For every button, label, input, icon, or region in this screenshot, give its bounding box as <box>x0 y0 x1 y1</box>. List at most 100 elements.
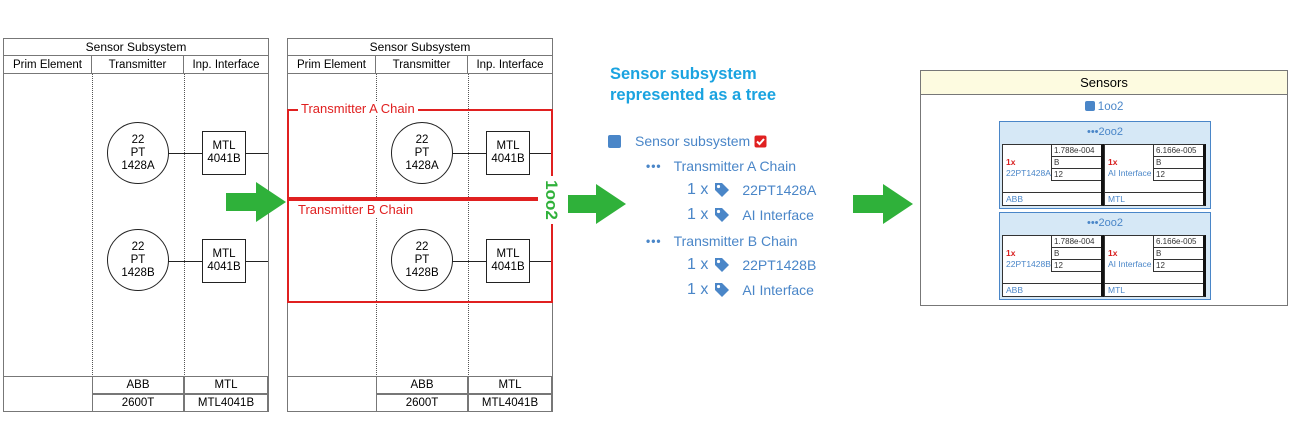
connector-line <box>168 261 204 262</box>
component-cell[interactable]: 1x 22PT1428A 1.788e-004 B 12 ABB <box>1002 144 1104 206</box>
cell-quantity: 1x <box>1108 157 1118 167</box>
cell-quantity: 1x <box>1108 248 1118 258</box>
group-header: •••2oo2 <box>1000 122 1210 142</box>
cell-name: 22PT1428B <box>1006 259 1051 269</box>
tag-line: 4041B <box>207 153 241 165</box>
tag-icon <box>715 183 730 197</box>
interface-box-b: MTL 4041B <box>202 239 246 283</box>
transmitter-circle-b: 22 PT 1428B <box>391 229 453 291</box>
vote-group[interactable]: •••2oo2 1x 22PT1428A 1.788e-004 B 12 ABB… <box>999 121 1211 209</box>
transmitter-circle-b: 22 PT 1428B <box>107 229 169 291</box>
cell-value: 12 <box>1052 169 1101 181</box>
tag-line: MTL <box>212 248 236 260</box>
panel-title: Sensor Subsystem <box>4 39 268 56</box>
cell-value: 12 <box>1052 260 1101 272</box>
component-cell[interactable]: 1x AI Interface 6.166e-005 B 12 MTL <box>1104 235 1206 297</box>
tag-line: PT <box>414 253 430 266</box>
header-transmitter: Transmitter <box>92 56 184 74</box>
component-cell[interactable]: 1x AI Interface 6.166e-005 B 12 MTL <box>1104 144 1206 206</box>
tree-node-root[interactable]: Sensor subsystem <box>608 133 767 149</box>
header-inp-interface: Inp. Interface <box>468 56 552 74</box>
cell-values: 6.166e-005 B 12 <box>1153 236 1203 272</box>
tree-node-item[interactable]: 1 x AI Interface <box>687 206 814 224</box>
footer-manufacturer-interface: MTL <box>184 376 268 394</box>
cell-manufacturer: ABB <box>1003 192 1101 205</box>
tree-item-label: 22PT1428B <box>742 257 817 273</box>
cell-values: 6.166e-005 B 12 <box>1153 145 1203 181</box>
tag-line: MTL <box>496 140 520 152</box>
tree-node-chain-b[interactable]: ••• Transmitter B Chain <box>646 233 798 249</box>
component-cell[interactable]: 1x 22PT1428B 1.788e-004 B 12 ABB <box>1002 235 1104 297</box>
tag-line: 4041B <box>491 153 525 165</box>
cell-value: 12 <box>1154 260 1203 272</box>
column-divider <box>184 74 185 377</box>
tree-node-chain-a[interactable]: ••• Transmitter A Chain <box>646 158 796 174</box>
ellipsis-icon: ••• <box>646 159 662 173</box>
tree-node-item[interactable]: 1 x AI Interface <box>687 281 814 299</box>
sensors-block: Sensors 1oo2 •••2oo2 1x 22PT1428A 1.788e… <box>920 70 1288 306</box>
connector-line <box>452 153 488 154</box>
sensors-vote[interactable]: 1oo2 <box>921 101 1287 113</box>
chain-b-outline <box>287 199 553 303</box>
tag-line: 22 <box>415 133 429 146</box>
footer-model-transmitter: 2600T <box>376 394 468 412</box>
tree-node-label: Transmitter B Chain <box>673 233 798 249</box>
chain-a-outline <box>287 109 553 199</box>
transmitter-circle-a: 22 PT 1428A <box>107 122 169 184</box>
cell-quantity: 1x <box>1006 157 1016 167</box>
vote-label-backdrop <box>538 176 564 224</box>
footer-manufacturer-interface: MTL <box>468 376 552 394</box>
connector-line <box>528 153 552 154</box>
panel-title: Sensor Subsystem <box>288 39 552 56</box>
cell-manufacturer: ABB <box>1003 283 1101 296</box>
tree-node-item[interactable]: 1 x 22PT1428A <box>687 181 816 199</box>
cell-name: AI Interface <box>1108 259 1152 269</box>
tree-heading-line: Sensor subsystem <box>610 65 757 83</box>
tree-node-item[interactable]: 1 x 22PT1428B <box>687 256 816 274</box>
tag-line: 22 <box>415 240 429 253</box>
cell-value: 6.166e-005 <box>1154 145 1203 157</box>
column-divider <box>376 74 377 377</box>
interface-box-a: MTL 4041B <box>486 131 530 175</box>
vote-square-icon <box>1084 101 1095 111</box>
connector-line <box>452 261 488 262</box>
sensor-subsystem-panel-right: Sensor Subsystem Prim Element Transmitte… <box>287 38 553 412</box>
footer-manufacturer-transmitter: ABB <box>92 376 184 394</box>
cell-value: 12 <box>1154 169 1203 181</box>
tag-line: MTL <box>212 140 236 152</box>
column-divider <box>92 74 93 377</box>
check-badge-icon <box>754 135 767 147</box>
arrow-right-icon <box>853 184 913 224</box>
tag-line: 4041B <box>207 261 241 273</box>
chain-a-label: Transmitter A Chain <box>298 101 418 116</box>
tag-line: 22 <box>131 240 145 253</box>
tag-icon <box>715 208 730 222</box>
cell-value: 1.788e-004 <box>1052 145 1101 157</box>
tag-line: PT <box>130 146 146 159</box>
header-transmitter: Transmitter <box>376 56 468 74</box>
cell-name: AI Interface <box>1108 168 1152 178</box>
tag-line: 22 <box>131 133 145 146</box>
group-vote-label: 2oo2 <box>1098 126 1124 138</box>
tree-item-label: AI Interface <box>742 207 814 223</box>
tag-line: MTL <box>496 248 520 260</box>
quantity-label: 1 x <box>687 181 709 198</box>
cell-value: B <box>1052 248 1101 260</box>
group-header: •••2oo2 <box>1000 213 1210 233</box>
connector-line <box>528 261 552 262</box>
tag-line: 4041B <box>491 261 525 273</box>
cell-value: B <box>1052 157 1101 169</box>
vote-group[interactable]: •••2oo2 1x 22PT1428B 1.788e-004 B 12 ABB… <box>999 212 1211 300</box>
interface-box-b: MTL 4041B <box>486 239 530 283</box>
connector-line <box>244 261 268 262</box>
connector-line <box>244 153 268 154</box>
ellipsis-icon: ••• <box>1086 217 1099 229</box>
header-inp-interface: Inp. Interface <box>184 56 268 74</box>
footer-line <box>4 376 92 377</box>
header-prim-element: Prim Element <box>4 56 92 74</box>
connector-line <box>168 153 204 154</box>
cell-quantity: 1x <box>1006 248 1016 258</box>
sensor-subsystem-panel-left: Sensor Subsystem Prim Element Transmitte… <box>3 38 269 412</box>
ellipsis-icon: ••• <box>646 234 662 248</box>
tree-item-label: AI Interface <box>742 282 814 298</box>
